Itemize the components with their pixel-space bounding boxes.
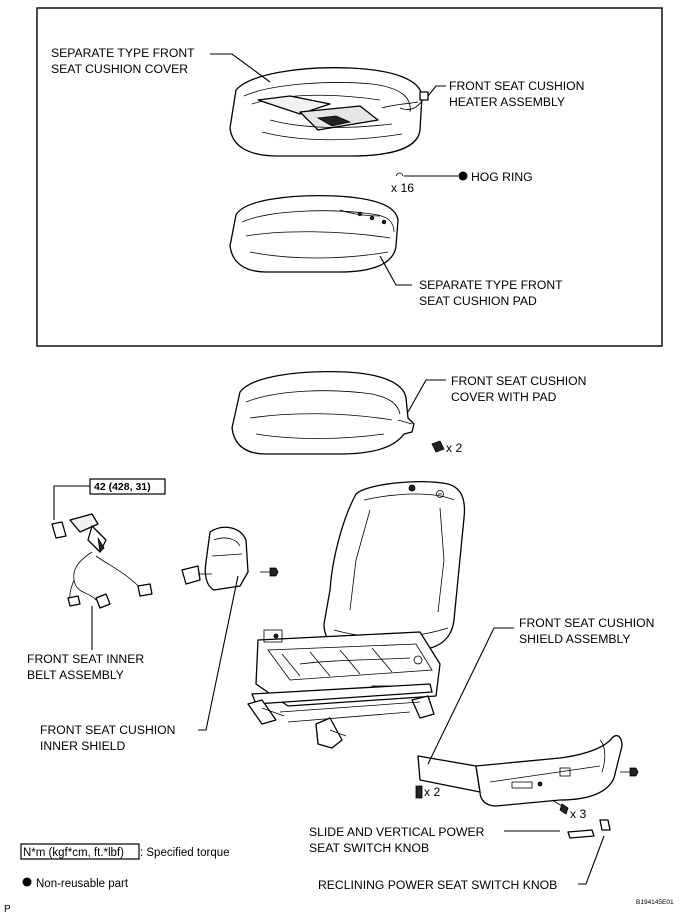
legend-torque-box	[20, 843, 140, 860]
label-inner-shield-line2: INNER SHIELD	[40, 739, 126, 753]
figure-id: B194145E01	[636, 899, 674, 906]
label-slide-knob-line1: SLIDE AND VERTICAL POWER	[309, 825, 485, 839]
shield-screw-glyph	[260, 567, 279, 577]
label-cover-with-pad-line1: FRONT SEAT CUSHION	[451, 374, 586, 388]
label-torque-value: 42 (428, 31)	[94, 481, 151, 493]
label-heater-assembly-line1: FRONT SEAT CUSHION	[449, 79, 584, 93]
seat-cushion-pad-drawing	[229, 195, 399, 273]
label-cushion-pad-line1: SEPARATE TYPE FRONT	[419, 278, 563, 292]
subassembly-frame	[36, 7, 663, 347]
shield-screw-glyph-bottom	[551, 799, 569, 815]
reclining-knob-drawing	[599, 819, 611, 831]
label-slide-knob-line2: SEAT SWITCH KNOB	[309, 841, 429, 855]
label-shield-qty-bottom: x 3	[570, 807, 586, 821]
legend-torque-units: N*m (kgf*cm, ft.*lbf)	[23, 847, 124, 859]
legend-torque-text: : Specified torque	[140, 847, 230, 859]
nonreusable-dot-hog-ring	[458, 171, 468, 181]
label-cushion-cover-line2: SEAT CUSHION COVER	[51, 62, 188, 76]
shield-clip-glyph-left	[415, 785, 423, 799]
label-shield-assembly-line2: SHIELD ASSEMBLY	[519, 632, 631, 646]
label-inner-shield-line1: FRONT SEAT CUSHION	[40, 723, 175, 737]
label-inner-belt-line1: FRONT SEAT INNER	[27, 652, 144, 666]
slide-knob-drawing	[567, 829, 595, 839]
label-shield-assembly-line1: FRONT SEAT CUSHION	[519, 616, 654, 630]
label-cushion-pad-line2: SEAT CUSHION PAD	[419, 294, 537, 308]
label-hog-ring: HOG RING	[471, 170, 533, 184]
cushion-shield-assembly-drawing	[417, 734, 623, 807]
cover-clip-glyph	[431, 440, 445, 453]
label-heater-assembly-line2: HEATER ASSEMBLY	[449, 95, 565, 109]
hog-ring-drawing	[395, 172, 404, 177]
torque-box	[89, 478, 166, 495]
label-shield-qty-left: x 2	[424, 785, 440, 799]
front-seat-frame-drawing	[247, 480, 466, 749]
label-reclining-knob: RECLINING POWER SEAT SWITCH KNOB	[318, 878, 557, 892]
label-inner-belt-line2: BELT ASSEMBLY	[27, 668, 124, 682]
legend-nonreusable-dot	[22, 877, 32, 887]
shield-screw-glyph-right	[620, 767, 639, 777]
seat-cushion-cover-drawing	[229, 67, 423, 157]
legend-nonreusable-text: Non-reusable part	[36, 878, 129, 890]
cushion-cover-with-pad-drawing	[231, 371, 415, 455]
corner-letter: P	[4, 904, 11, 915]
label-cover-with-pad-qty: x 2	[446, 441, 462, 455]
label-hog-ring-qty: x 16	[391, 181, 414, 195]
inner-belt-drawing	[51, 513, 153, 609]
label-cover-with-pad-line2: COVER WITH PAD	[451, 390, 557, 404]
inner-shield-drawing	[181, 526, 249, 591]
label-cushion-cover-line1: SEPARATE TYPE FRONT	[51, 46, 195, 60]
